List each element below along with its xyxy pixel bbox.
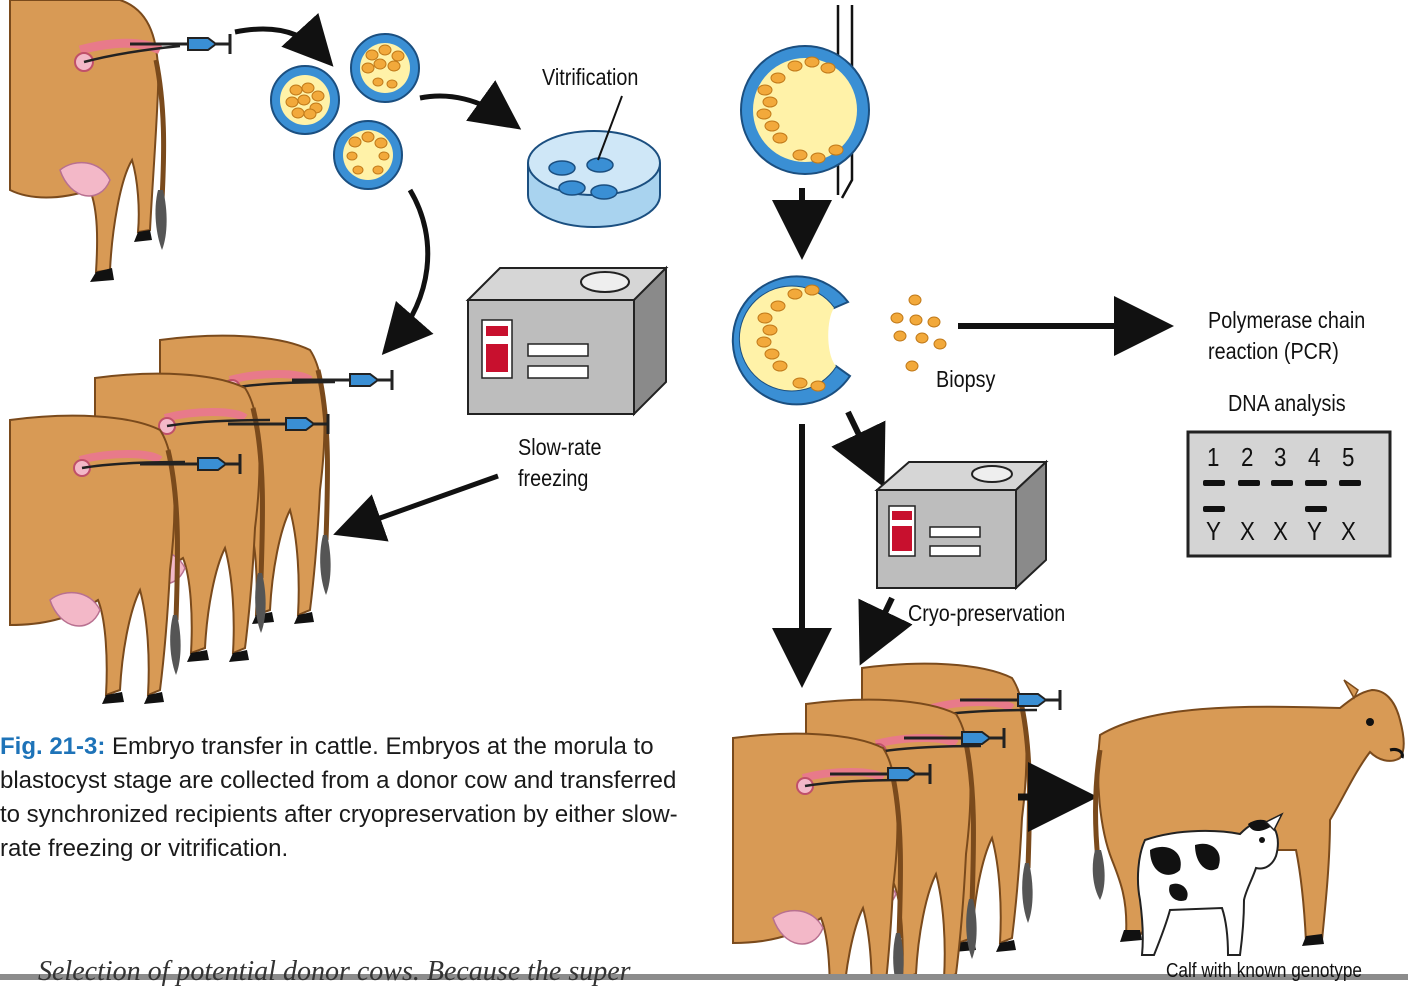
body-text-fragment: Selection of potential donor cows. Becau…: [38, 956, 631, 988]
gel-lane-4: 4: [1308, 442, 1320, 473]
donor-cow: [10, 0, 230, 282]
cryo-label: Cryo-preservation: [908, 598, 1065, 629]
pcr-label-line1: Polymerase chain: [1208, 305, 1365, 336]
slow-rate-label-line2: freezing: [518, 463, 588, 494]
blastocyst-before-biopsy: [741, 46, 869, 174]
figure-caption: Fig. 21-3: Embryo transfer in cattle. Em…: [0, 730, 700, 866]
dna-analysis-label: DNA analysis: [1228, 388, 1346, 419]
biopsy-label: Biopsy: [936, 364, 995, 395]
recipient-cows-right: [733, 664, 1060, 980]
cow-with-calf: [1093, 680, 1404, 955]
blastocyst-after-biopsy: [733, 276, 850, 404]
gel-sex-4: Y: [1307, 516, 1322, 547]
gel-sex-5: X: [1341, 516, 1356, 547]
pcr-label-line2: reaction (PCR): [1208, 336, 1339, 367]
recipient-cows-left: [10, 336, 392, 704]
embryo-blastocyst: [334, 121, 402, 189]
gel-sex-3: X: [1273, 516, 1288, 547]
gel-lane-3: 3: [1274, 442, 1286, 473]
gel-lane-2: 2: [1241, 442, 1253, 473]
petri-dish: [528, 96, 660, 227]
slow-rate-freezer: [468, 268, 666, 414]
gel-lane-5: 5: [1342, 442, 1354, 473]
embryo-early-blastocyst: [351, 34, 419, 102]
gel-sex-1: Y: [1206, 516, 1221, 547]
biopsy-cells: [891, 295, 946, 371]
cryo-freezer: [877, 462, 1046, 588]
gel-lane-1: 1: [1207, 442, 1219, 473]
figure-number: Fig. 21-3:: [0, 733, 105, 760]
gel-sex-2: X: [1240, 516, 1255, 547]
embryo-morula: [271, 66, 339, 134]
slow-rate-label-line1: Slow-rate: [518, 432, 602, 463]
vitrification-label: Vitrification: [542, 62, 638, 93]
